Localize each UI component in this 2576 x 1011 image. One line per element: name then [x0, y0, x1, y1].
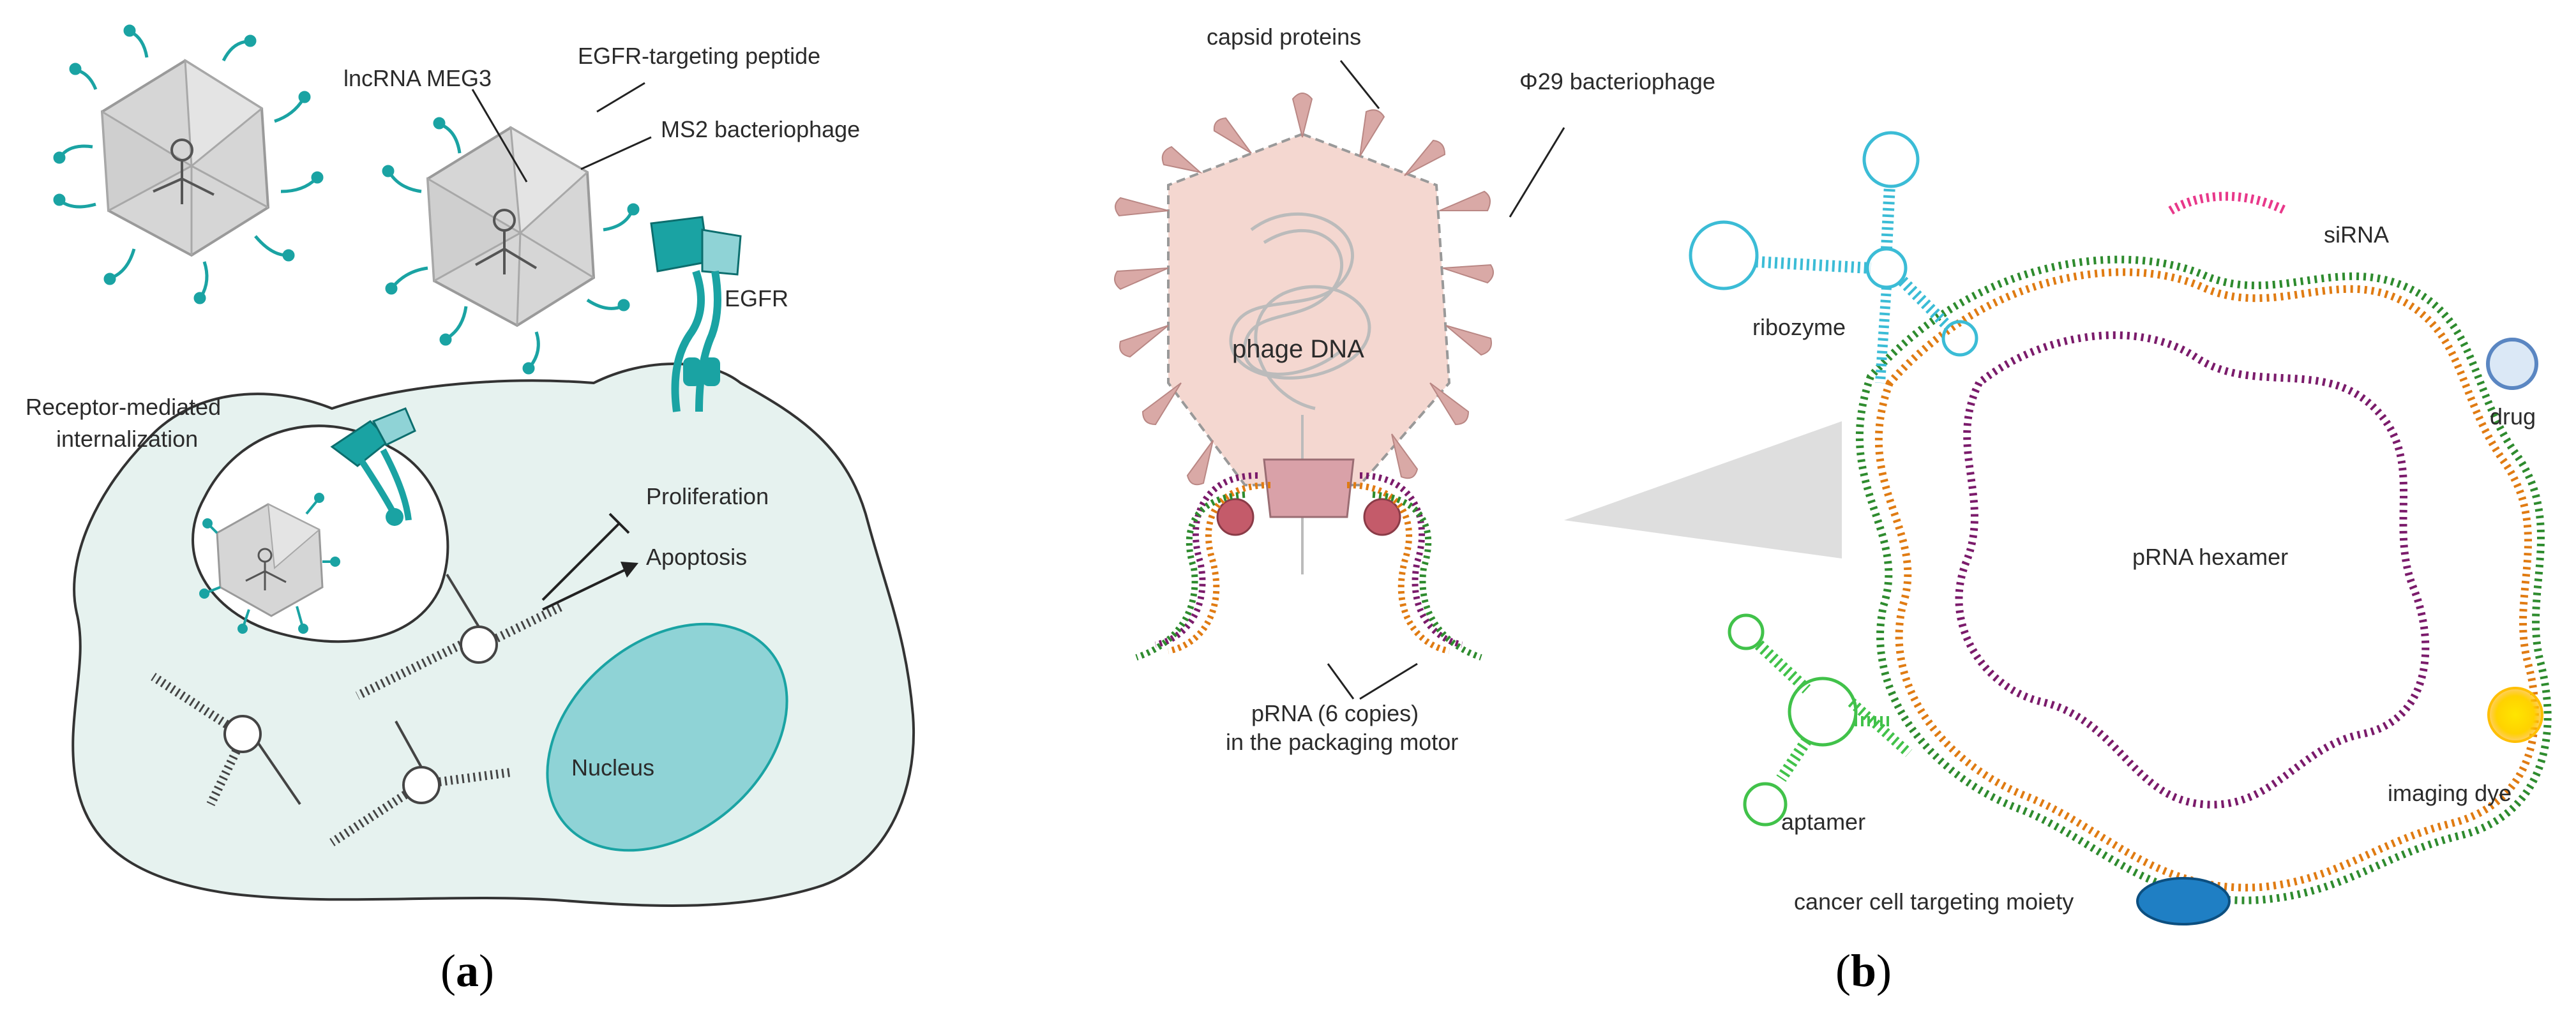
- lncrna-molecule-2: [151, 673, 301, 807]
- motor-atpases: [1216, 498, 1401, 536]
- sirna: [2168, 191, 2288, 215]
- label-lncrna-meg3: lncRNA MEG3: [343, 65, 492, 91]
- lncrna-molecule-3: [329, 721, 511, 846]
- egfr-receptor: [650, 216, 742, 412]
- caption-a: (a): [441, 945, 494, 996]
- label-egfr: EGFR: [725, 285, 788, 311]
- label-ms2-bacteriophage: MS2 bacteriophage: [661, 116, 860, 142]
- panel-b: capsid proteins Φ29 bacteriophage phage …: [1114, 24, 2552, 996]
- label-capsid-proteins: capsid proteins: [1207, 24, 1361, 50]
- ms2-particle-free: [100, 59, 270, 257]
- label-prna-copies: pRNA (6 copies): [1251, 700, 1419, 726]
- label-phage-dna: phage DNA: [1232, 335, 1364, 363]
- label-prna-hexamer: pRNA hexamer: [2132, 544, 2288, 570]
- caption-b: (b): [1835, 945, 1892, 996]
- zoom-triangle: [1564, 421, 1842, 558]
- capsid-protein-spikes: [1114, 93, 1494, 486]
- label-internalization: internalization: [56, 426, 198, 452]
- label-nucleus: Nucleus: [571, 754, 654, 781]
- label-cancer-cell-targeting-moiety: cancer cell targeting moiety: [1794, 888, 2074, 915]
- label-imaging-dye: imaging dye: [2388, 780, 2512, 806]
- panel-b-leader-lines: [1327, 60, 1565, 700]
- label-aptamer: aptamer: [1781, 809, 1865, 835]
- imaging-dye: [2487, 687, 2543, 743]
- label-sirna: siRNA: [2324, 221, 2389, 248]
- label-phi29-bacteriophage: Φ29 bacteriophage: [1519, 68, 1715, 94]
- prna-hexamer: [1855, 255, 2552, 904]
- lncrna-molecule-1: [355, 573, 564, 700]
- ms2-bacteriophage: [426, 126, 596, 327]
- label-apoptosis: Apoptosis: [646, 544, 747, 570]
- egfr-targeting-peptides: [53, 24, 640, 375]
- cancer-cell-targeting-moiety: [2136, 877, 2231, 925]
- ms2-particle-internalized: [199, 493, 340, 634]
- label-ribozyme: ribozyme: [1752, 314, 1846, 340]
- packaging-motor: [1263, 458, 1355, 518]
- ribozyme: [1689, 131, 1978, 384]
- nucleus: [546, 622, 788, 852]
- signal-arrows: [541, 513, 638, 611]
- aptamer: [1728, 613, 1913, 827]
- lncrna-meg3-structure: [475, 209, 538, 274]
- label-proliferation: Proliferation: [646, 483, 769, 509]
- panel-a: lncRNA MEG3 EGFR-targeting peptide MS2 b…: [26, 24, 915, 996]
- label-receptor-mediated: Receptor-mediated: [26, 394, 221, 420]
- drug: [2486, 338, 2538, 390]
- label-packaging-motor: in the packaging motor: [1226, 729, 1458, 755]
- egfr-receptor-internalized: [330, 407, 416, 526]
- label-drug: drug: [2490, 403, 2536, 430]
- label-egfr-targeting-peptide: EGFR-targeting peptide: [578, 43, 820, 69]
- lncrna-molecules: [151, 573, 564, 846]
- prna-copies: [1135, 472, 1482, 661]
- panel-a-leader-lines: [471, 82, 652, 183]
- lncrna-inside-free: [153, 139, 215, 204]
